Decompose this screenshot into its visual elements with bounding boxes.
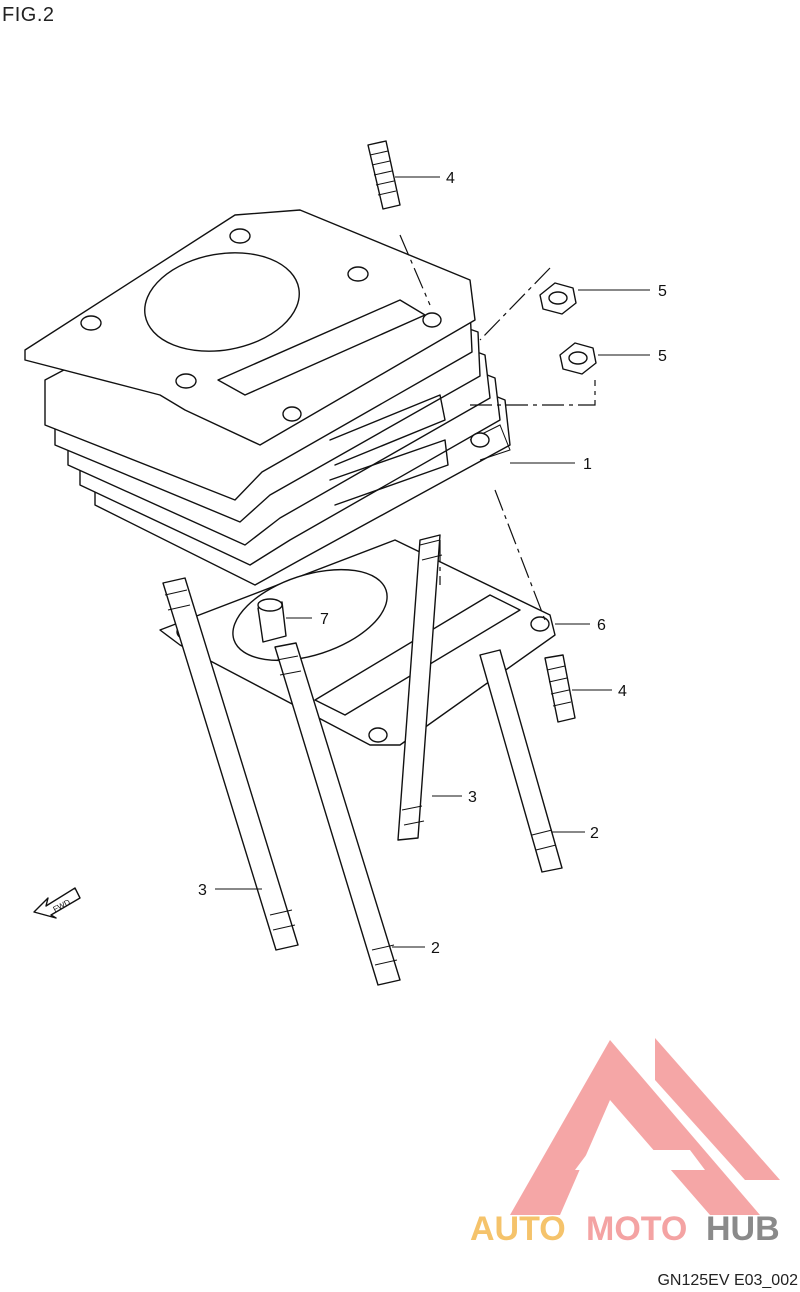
leader-lines	[215, 176, 650, 948]
callout-stud-center-long: 2	[431, 940, 440, 957]
callout-stud-top: 4	[446, 170, 455, 187]
watermark-hub: HUB	[706, 1210, 780, 1248]
flange-nut-upper	[539, 282, 577, 315]
callout-gasket: 6	[597, 617, 606, 634]
flange-nut-lower	[559, 342, 597, 375]
callout-nut-upper: 5	[658, 283, 667, 300]
callout-stud-right-short: 4	[618, 683, 627, 700]
stud-right-long	[479, 649, 563, 873]
callout-nut-lower: 5	[658, 348, 667, 365]
watermark-auto: AUTO	[470, 1210, 566, 1248]
callout-cylinder: 1	[583, 456, 592, 473]
watermark-moto: MOTO	[586, 1210, 687, 1248]
watermark-text: AUTO MOTO HUB	[470, 1210, 780, 1248]
callout-dowel-pin: 7	[320, 611, 329, 628]
cylinder-block	[24, 209, 511, 586]
callout-stud-right-long: 2	[590, 825, 599, 842]
stud-rear-mid	[397, 534, 443, 841]
stud-left-long	[162, 577, 299, 951]
watermark-logo-icon	[510, 1038, 780, 1215]
figure-title: FIG.2	[2, 4, 55, 26]
forward-arrow-icon: FWD	[33, 887, 81, 919]
callout-stud-left-long: 3	[198, 882, 207, 899]
stud-right-short	[544, 654, 576, 723]
stud-top-short	[367, 140, 401, 210]
document-code: GN125EV E03_002	[657, 1272, 798, 1289]
assembly-guide-lines	[399, 234, 596, 621]
stud-center-long	[274, 642, 401, 986]
callout-stud-rear-mid: 3	[468, 789, 477, 806]
dowel-pin	[257, 598, 287, 643]
